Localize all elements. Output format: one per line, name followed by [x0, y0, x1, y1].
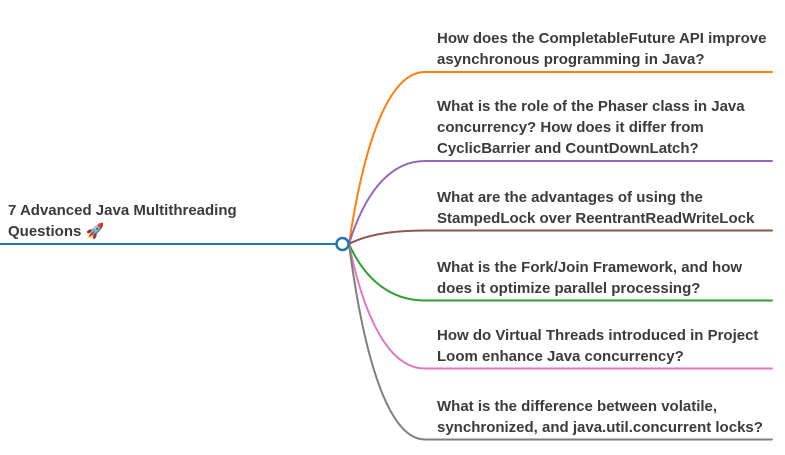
branch-link-line — [348, 229, 773, 245]
branch-node-label[interactable]: How does the CompletableFuture API impro… — [437, 30, 767, 68]
branch-link-line — [348, 243, 773, 302]
branch-link-line — [348, 160, 773, 245]
branch-node-label[interactable]: What is the difference between volatile,… — [437, 397, 763, 436]
branch-link-line — [348, 243, 773, 441]
branch-node-label[interactable]: How do Virtual Threads introduced in Pro… — [437, 326, 759, 365]
branch-node-label[interactable]: What are the advantages of using the Sta… — [437, 188, 755, 227]
root-node-toggle-circle[interactable] — [335, 236, 350, 252]
branch-node-label[interactable]: What is the role of the Phaser class in … — [437, 98, 745, 157]
branch-link-line — [348, 243, 773, 370]
root-node-label[interactable]: 7 Advanced Java Multithreading Questions… — [8, 202, 237, 240]
branch-node-label[interactable]: What is the Fork/Join Framework, and how… — [437, 258, 743, 297]
branch-link-line — [348, 71, 773, 245]
